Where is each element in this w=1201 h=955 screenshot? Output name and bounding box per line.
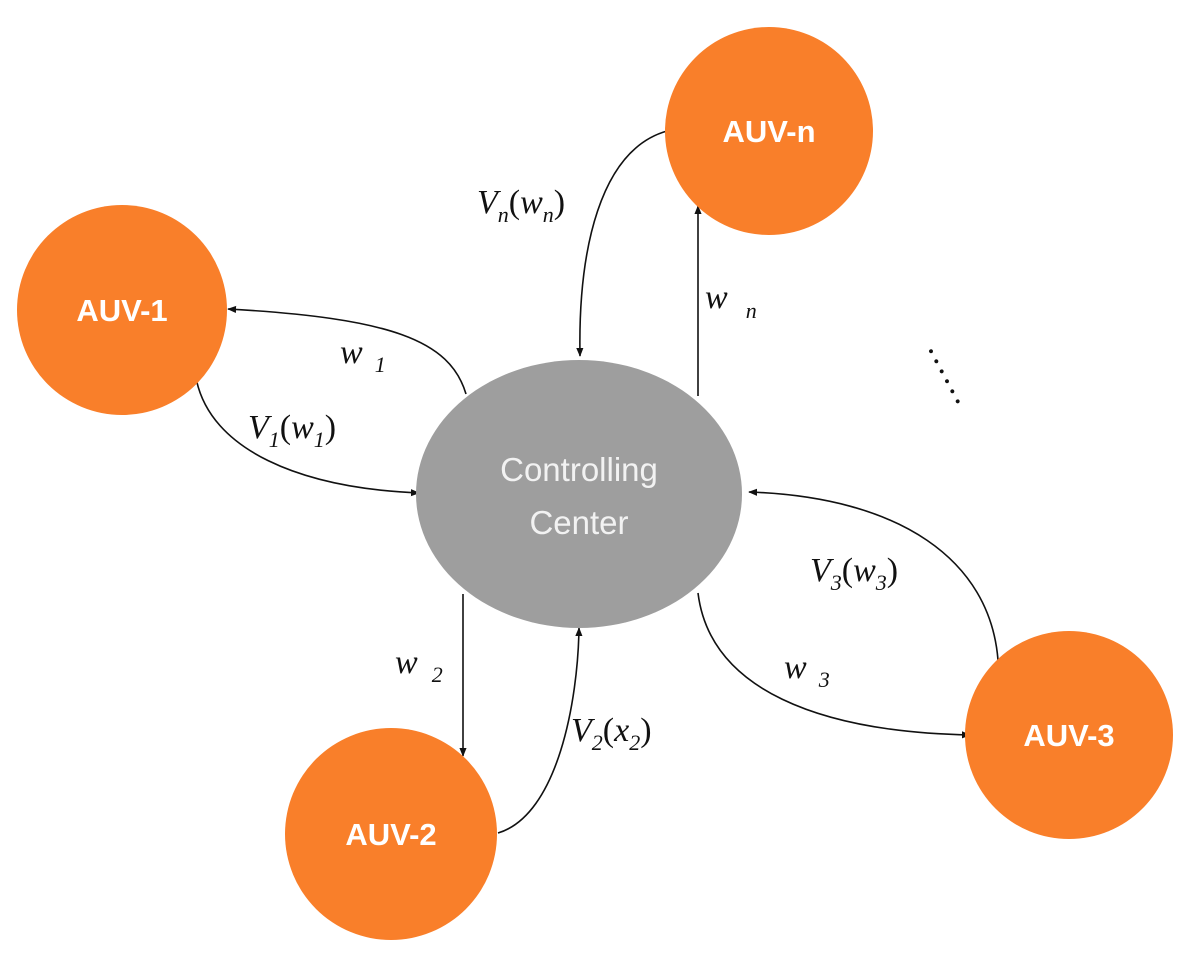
edges xyxy=(195,130,999,834)
auv-n-label: AUV-n xyxy=(723,114,816,149)
auv-1-node: AUV-1 xyxy=(17,205,227,415)
auv-2-label: AUV-2 xyxy=(345,817,436,852)
edge-v1 xyxy=(195,377,420,497)
more-auvs-ellipsis: …… xyxy=(920,333,985,410)
edge-w3 xyxy=(697,592,971,739)
auv-1-label: AUV-1 xyxy=(76,293,167,328)
auv-3-node: AUV-3 xyxy=(965,631,1173,839)
edge-w1 xyxy=(227,305,467,395)
label-vn: Vn(wn) xyxy=(477,184,565,227)
auv-2-node: AUV-2 xyxy=(285,728,497,940)
edge-v3 xyxy=(748,488,999,661)
edge-v2 xyxy=(497,627,583,834)
controlling-center-node: Controlling Center xyxy=(416,360,742,628)
center-label-line1: Controlling xyxy=(500,451,658,488)
label-v2: V2(x2) xyxy=(571,712,652,755)
auv-3-label: AUV-3 xyxy=(1023,718,1114,753)
auv-n-node: AUV-n xyxy=(665,27,873,235)
center-label-line2: Center xyxy=(529,504,628,541)
label-v1: V1(w1) xyxy=(248,409,336,452)
edge-vn xyxy=(576,130,668,357)
label-v3: V3(w3) xyxy=(810,552,898,595)
